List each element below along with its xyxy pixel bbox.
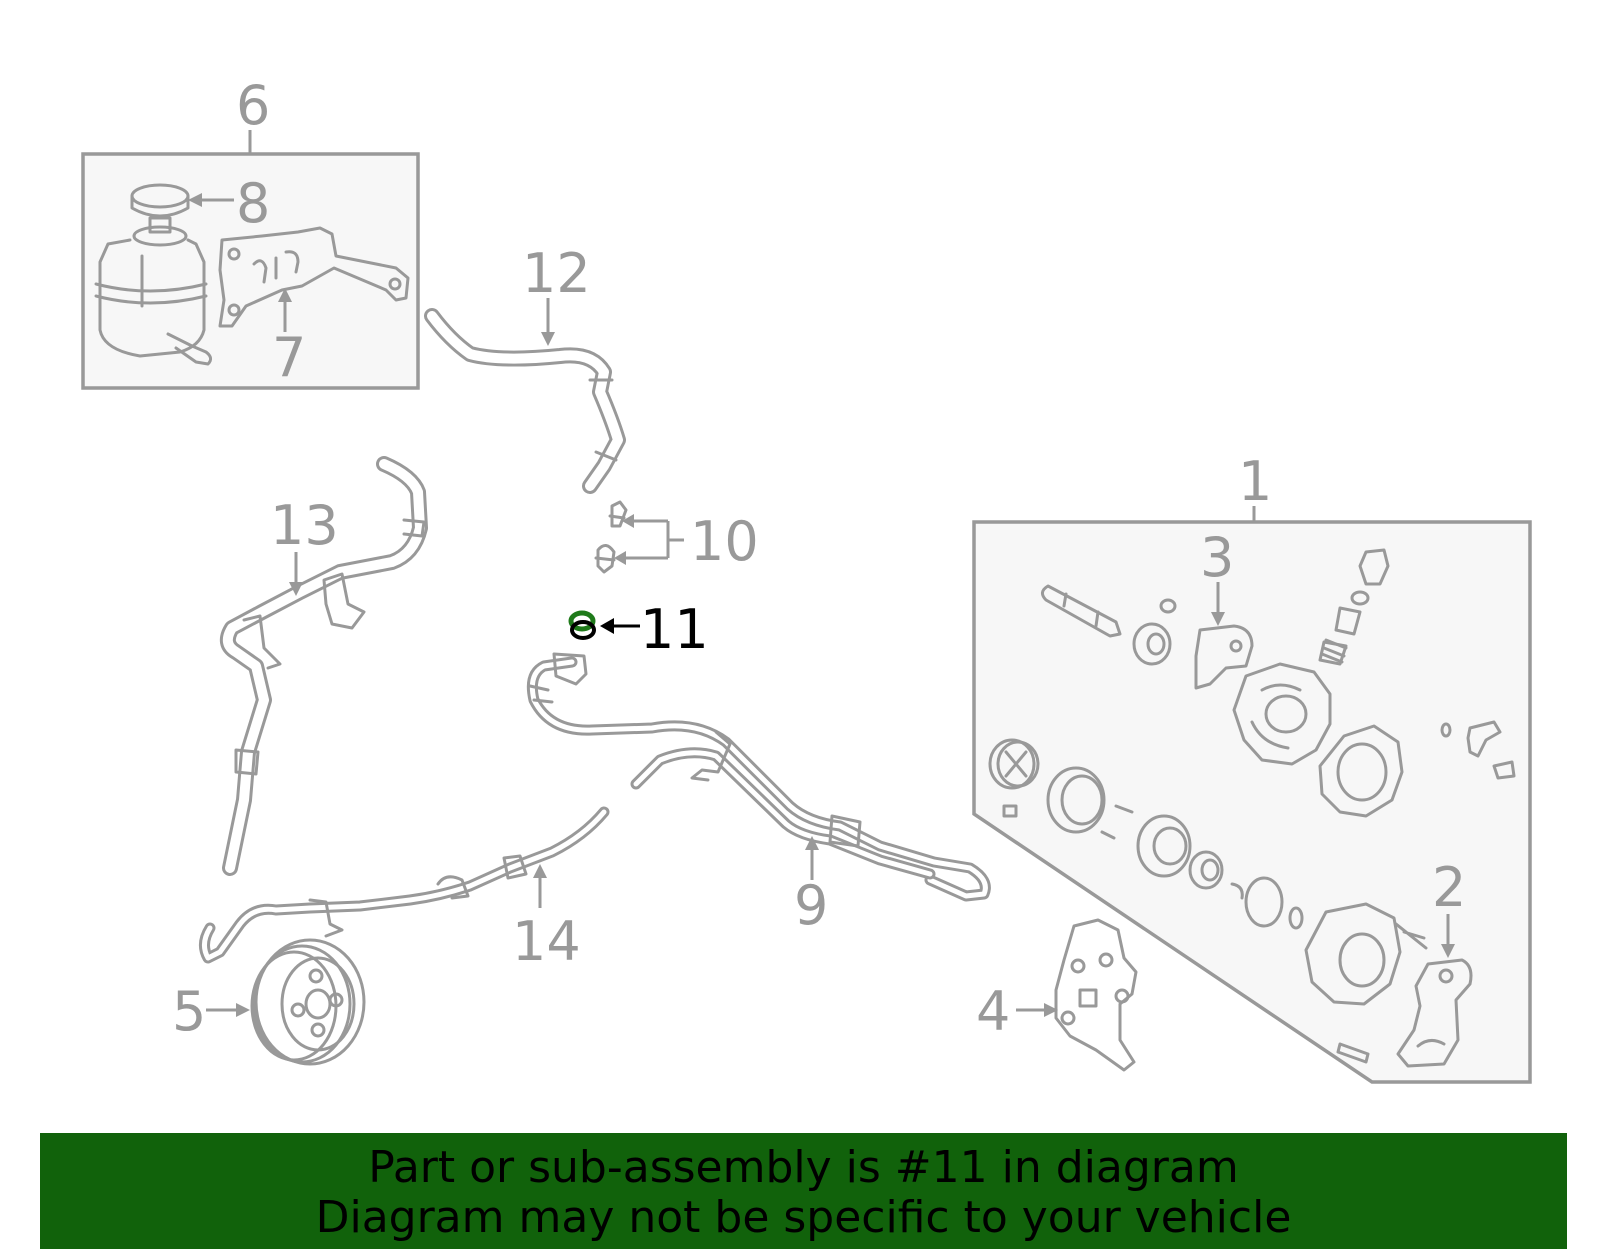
pump-rotor[interactable]: [988, 738, 1040, 818]
banner-line-part-number: Part or sub-assembly is #11 in diagram: [368, 1142, 1239, 1193]
label-5: 5: [172, 980, 206, 1043]
label-3: 3: [1200, 526, 1234, 589]
suction-hose-12[interactable]: [424, 308, 626, 494]
pump-assembly-box[interactable]: [972, 506, 1532, 1084]
reservoir-bracket[interactable]: [218, 226, 410, 328]
pressure-line-9[interactable]: [526, 652, 991, 902]
fitting-10-lower[interactable]: [594, 544, 616, 574]
bracket-2[interactable]: [1396, 958, 1473, 1068]
label-11-highlighted: 11: [640, 598, 709, 661]
label-6: 6: [236, 74, 270, 137]
cam-ring[interactable]: [1046, 766, 1134, 840]
leader-arrows: [188, 193, 1455, 1017]
banner-line-disclaimer: Diagram may not be specific to your vehi…: [315, 1192, 1292, 1243]
label-1: 1: [1238, 450, 1272, 513]
pulley-5[interactable]: [250, 938, 366, 1066]
label-8: 8: [236, 172, 270, 235]
label-10: 10: [690, 510, 759, 573]
pump-bearing[interactable]: [1132, 598, 1177, 666]
info-banner: Part or sub-assembly is #11 in diagram D…: [40, 1133, 1567, 1249]
label-7: 7: [272, 326, 306, 389]
return-hose-14[interactable]: [199, 806, 610, 964]
reservoir-tank[interactable]: [94, 225, 213, 366]
seal-kit[interactable]: [1230, 876, 1304, 930]
reservoir-assembly-box[interactable]: [81, 130, 420, 390]
bracket-4[interactable]: [1054, 918, 1138, 1072]
pump-housing-rear[interactable]: [1304, 902, 1428, 1064]
pump-housing-front[interactable]: [1232, 662, 1332, 766]
bracket-3[interactable]: [1194, 624, 1254, 690]
return-line-13[interactable]: [219, 456, 428, 876]
label-12: 12: [522, 242, 591, 305]
fitting-10-upper[interactable]: [608, 500, 628, 528]
label-2: 2: [1432, 856, 1466, 919]
label-9: 9: [794, 874, 828, 937]
parts-diagram: 6 8 7 12 13 10 11 1 3 9 14 2 5 4: [81, 74, 1532, 1084]
reservoir-cap[interactable]: [130, 183, 190, 234]
label-13: 13: [270, 494, 339, 557]
flow-control-valve[interactable]: [1318, 548, 1390, 666]
pump-shaft[interactable]: [1041, 584, 1122, 638]
pump-fitting-right[interactable]: [1440, 720, 1516, 780]
label-4: 4: [976, 980, 1010, 1043]
pump-cover-plate[interactable]: [1318, 724, 1404, 818]
label-14: 14: [512, 910, 581, 973]
o-ring-11-highlighted[interactable]: [568, 610, 596, 640]
pressure-plate[interactable]: [1136, 814, 1224, 890]
